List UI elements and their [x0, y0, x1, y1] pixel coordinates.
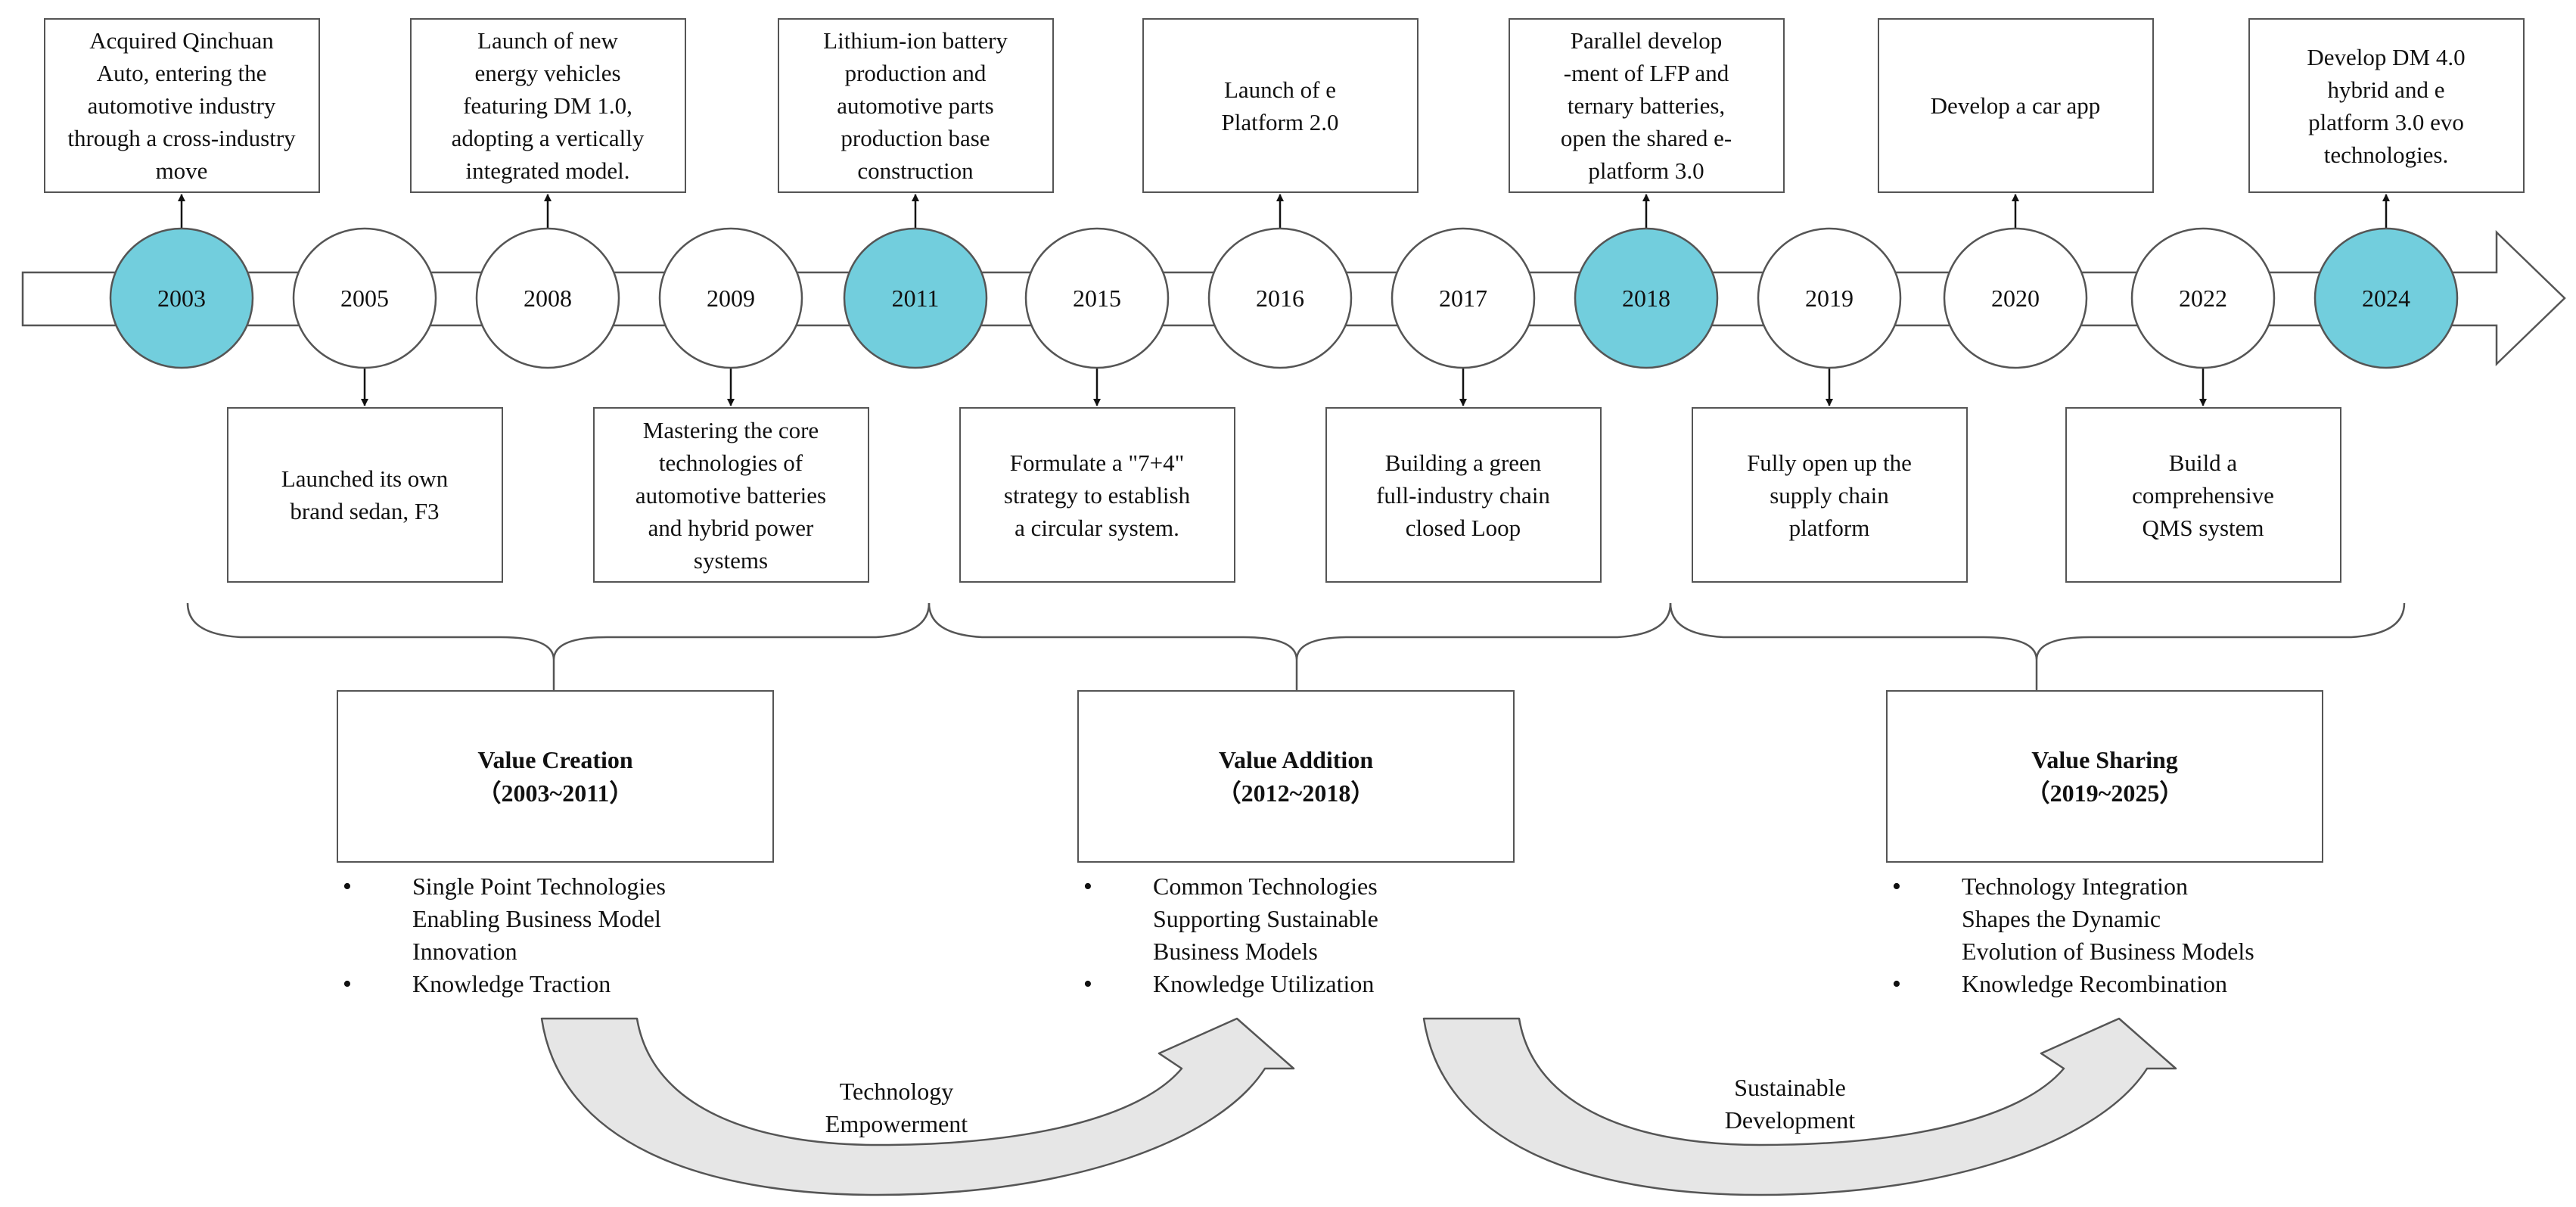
year-node-2015: [1024, 227, 1170, 369]
year-label: 2024: [2362, 285, 2410, 312]
stage-period: （2003~2011）: [477, 779, 634, 807]
event-box-2015: Formulate a "7+4" strategy to establish …: [959, 407, 1235, 583]
year-node-2009: [658, 227, 803, 369]
event-box-2009: Mastering the core technologies of autom…: [592, 407, 869, 583]
stage-period: （2019~2025）: [2025, 779, 2184, 807]
year-label: 2009: [707, 285, 755, 312]
event-box-2019: Fully open up the supply chain platform: [1691, 407, 1968, 583]
event-box-2022: Build a comprehensive QMS system: [2065, 407, 2341, 583]
year-node-2016: [1207, 227, 1353, 369]
transition-label: Technology Empowerment: [825, 1078, 968, 1137]
year-node-2020: [1943, 227, 2088, 369]
stage-bullet-item: Knowledge Utilization: [1083, 968, 1378, 1000]
stage-box: Value Addition （2012~2018）: [1077, 690, 1515, 863]
year-node-2019: [1757, 227, 1902, 369]
year-node-2003: [109, 227, 254, 369]
year-label: 2008: [524, 285, 572, 312]
stage-title: Value Addition: [1218, 746, 1374, 773]
stage-bullet-item: Technology Integration Shapes the Dynami…: [1892, 870, 2254, 968]
year-label: 2005: [340, 285, 389, 312]
transition-label: Sustainable Development: [1724, 1074, 1856, 1134]
event-box-2008: Launch of new energy vehicles featuring …: [409, 18, 686, 193]
event-box-2016: Launch of e Platform 2.0: [1142, 18, 1419, 193]
year-node-2024: [2313, 227, 2459, 369]
curved-transition-arrow: [540, 1017, 1295, 1196]
year-label: 2015: [1073, 285, 1121, 312]
year-node-2017: [1391, 227, 1536, 369]
year-node-2008: [475, 227, 620, 369]
year-node-2005: [292, 227, 437, 369]
stage-box: Value Sharing （2019~2025）: [1886, 690, 2323, 863]
event-box-2017: Building a green full-industry chain clo…: [1325, 407, 1602, 583]
year-label: 2022: [2179, 285, 2227, 312]
stage-bullet-list: Single Point Technologies Enabling Busin…: [343, 870, 666, 1000]
event-box-2024: Develop DM 4.0 hybrid and e platform 3.0…: [2248, 18, 2525, 193]
event-box-2020: Develop a car app: [1877, 18, 2154, 193]
event-box-2003: Acquired Qinchuan Auto, entering the aut…: [43, 18, 320, 193]
year-node-2022: [2130, 227, 2276, 369]
stage-bullet-list: Technology Integration Shapes the Dynami…: [1892, 870, 2254, 1000]
stage-bullet-list: Common Technologies Supporting Sustainab…: [1083, 870, 1378, 1000]
year-label: 2003: [157, 285, 206, 312]
year-label: 2018: [1622, 285, 1670, 312]
year-label: 2019: [1805, 285, 1854, 312]
event-box-2005: Launched its own brand sedan, F3: [226, 407, 503, 583]
year-label: 2020: [1991, 285, 2040, 312]
year-node-2011: [843, 227, 988, 369]
curved-transition-arrow: [1422, 1017, 2177, 1196]
year-label: 2017: [1439, 285, 1487, 312]
year-label: 2011: [891, 285, 940, 312]
stage-box: Value Creation （2003~2011）: [337, 690, 774, 863]
event-box-2018: Parallel develop -ment of LFP and ternar…: [1508, 18, 1785, 193]
stage-bullet-item: Knowledge Recombination: [1892, 968, 2254, 1000]
year-label: 2016: [1256, 285, 1304, 312]
stage-title: Value Sharing: [2031, 746, 2178, 773]
stage-bullet-item: Single Point Technologies Enabling Busin…: [343, 870, 666, 968]
event-box-2011: Lithium-ion battery production and autom…: [777, 18, 1054, 193]
stage-bullet-item: Knowledge Traction: [343, 968, 666, 1000]
stage-bullet-item: Common Technologies Supporting Sustainab…: [1083, 870, 1378, 968]
stage-title: Value Creation: [477, 746, 633, 773]
stage-period: （2012~2018）: [1217, 779, 1375, 807]
year-node-2018: [1574, 227, 1719, 369]
